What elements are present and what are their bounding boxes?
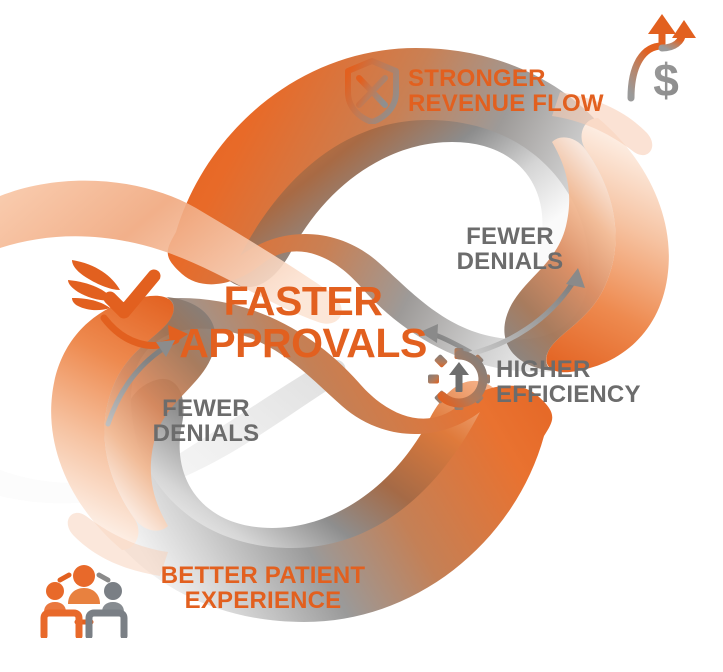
- shield-x-icon: [344, 58, 400, 125]
- gear-up-arrow-icon: [428, 348, 490, 410]
- node-label-better-patient-experience: BETTER PATIENT EXPERIENCE: [160, 562, 366, 615]
- node-label-fewer-denials-bottom: FEWER DENIALS: [152, 395, 260, 448]
- page-title: FASTER APPROVALS: [179, 278, 427, 366]
- upper-ribbon-outer-face: [167, 48, 656, 372]
- crossing-band-upper: [0, 180, 342, 324]
- upper-ribbon-fade-tail: [552, 92, 653, 156]
- lower-ribbon-left-twist: [51, 295, 174, 550]
- upper-ribbon-right-twist: [546, 118, 669, 373]
- lower-ribbon-loop: [51, 295, 553, 622]
- dollar-growth-arrows-icon: $: [626, 12, 704, 108]
- winged-checkmark-icon: [66, 250, 176, 342]
- arrow-efficiency-to-fewer-denials: [467, 268, 585, 357]
- lower-ribbon-left-twist-inner: [104, 297, 216, 531]
- upper-ribbon-loop: [167, 48, 669, 373]
- lower-ribbon-fade-tail: [67, 512, 168, 576]
- lower-ribbon-outer-face: [64, 298, 553, 622]
- upper-ribbon-right-twist-inner: [504, 137, 616, 371]
- node-label-higher-efficiency: HIGHER EFFICIENCY: [496, 356, 641, 409]
- arrow-fewer-denials-to-approvals: [105, 340, 175, 427]
- node-label-fewer-denials-top: FEWER DENIALS: [456, 223, 564, 276]
- node-label-stronger-revenue-flow: STRONGER REVENUE FLOW: [408, 65, 604, 118]
- svg-text:$: $: [653, 54, 679, 106]
- people-group-icon: [36, 560, 132, 640]
- arrow-efficiency-to-approvals: [420, 324, 473, 355]
